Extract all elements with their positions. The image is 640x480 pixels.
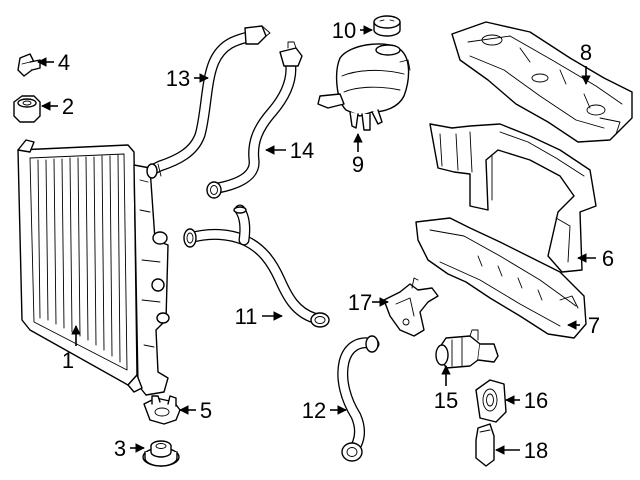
- callout-18: 18: [524, 438, 548, 463]
- clip-part-4[interactable]: [17, 53, 41, 77]
- pump-part-15[interactable]: [435, 329, 499, 369]
- callout-13: 13: [166, 66, 190, 91]
- callout-16: 16: [524, 388, 548, 413]
- callout-7: 7: [588, 313, 600, 338]
- callout-3: 3: [114, 436, 126, 461]
- expansion-tank-part-9[interactable]: [317, 43, 411, 131]
- callout-10: 10: [332, 18, 356, 43]
- callout-17: 17: [348, 290, 372, 315]
- callout-12: 12: [302, 398, 326, 423]
- callout-6: 6: [602, 246, 614, 271]
- callout-1: 1: [62, 348, 74, 373]
- seal-part-16[interactable]: [475, 379, 507, 423]
- callout-2: 2: [62, 94, 74, 119]
- radiator-support-part-6[interactable]: [429, 123, 597, 273]
- insulator-part-3[interactable]: [142, 440, 180, 467]
- callout-14: 14: [290, 138, 314, 163]
- callout-9: 9: [352, 152, 364, 177]
- bracket-part-17[interactable]: [383, 277, 439, 337]
- upper-support-part-8[interactable]: [451, 21, 633, 143]
- callout-labels: 1 2 3 4 5 6 7 8 9 10 11 12 13 14 15 16 1…: [58, 18, 614, 463]
- hose-part-14[interactable]: [206, 41, 303, 199]
- bracket-part-18[interactable]: [475, 423, 495, 467]
- callout-4: 4: [58, 50, 70, 75]
- hose-part-11[interactable]: [183, 204, 330, 328]
- hose-part-12[interactable]: [337, 335, 380, 462]
- callout-5: 5: [200, 398, 212, 423]
- lower-support-part-7[interactable]: [415, 217, 587, 339]
- leader-lines: [37, 25, 596, 455]
- cap-part-10[interactable]: [373, 15, 401, 37]
- callout-15: 15: [434, 388, 458, 413]
- callout-11: 11: [235, 304, 258, 329]
- hose-part-13[interactable]: [146, 25, 271, 179]
- callout-8: 8: [580, 40, 592, 65]
- mount-part-5[interactable]: [143, 395, 181, 425]
- radiator-part[interactable]: [17, 139, 170, 396]
- grommet-part-2[interactable]: [13, 95, 41, 123]
